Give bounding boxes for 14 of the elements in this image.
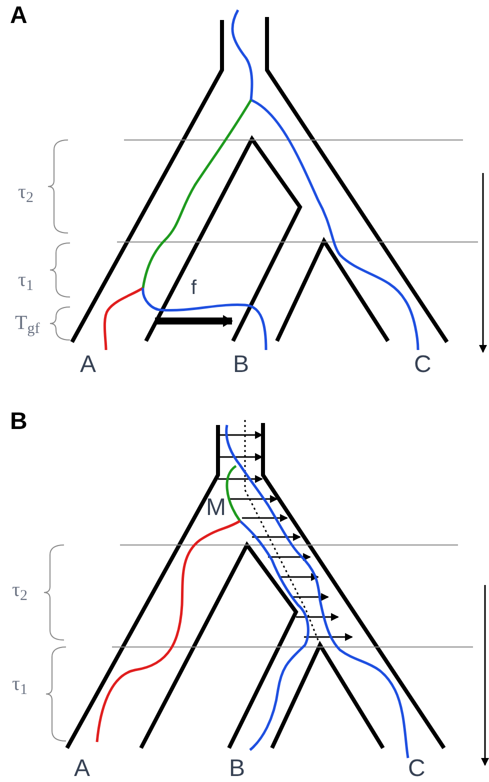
interval-label: τ$_{1}$ (18, 270, 34, 290)
panel-label: B (10, 410, 28, 434)
species-label: C (414, 353, 432, 377)
migration-label: M (206, 496, 226, 520)
species-label: A (74, 757, 90, 781)
interval-label: τ$_{2}$ (18, 182, 34, 202)
panel-label: A (10, 4, 28, 28)
flow-label: f (191, 278, 197, 298)
interval-label: τ$_{1}$ (12, 674, 28, 694)
species-label: B (233, 353, 250, 377)
species-label: A (80, 353, 96, 377)
species-label: B (229, 757, 246, 781)
interval-label: τ$_{2}$ (12, 580, 28, 600)
species-label: C (408, 757, 426, 781)
